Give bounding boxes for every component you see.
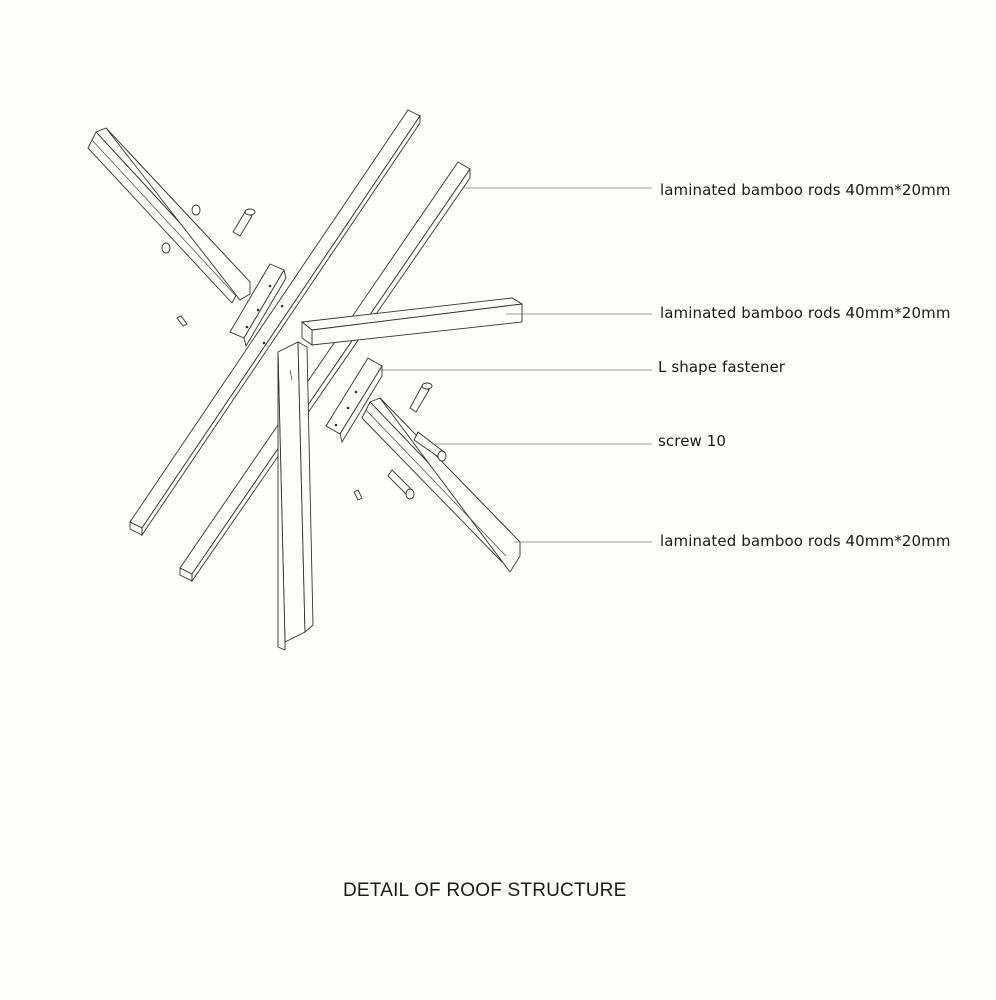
leader-lines: [378, 187, 652, 543]
l-shape-fastener-upper: [229, 263, 287, 348]
bamboo-rod-horizontal: [300, 297, 524, 346]
screw-upper: [161, 204, 256, 327]
bamboo-rod-vertical: [277, 341, 314, 651]
bamboo-rod-long-left: [129, 109, 421, 537]
bamboo-rod-long-right: [179, 161, 471, 583]
label-bamboo-rod-middle: laminated bamboo rods 40mm*20mm: [660, 304, 951, 322]
diagram-title: DETAIL OF ROOF STRUCTURE: [343, 880, 627, 901]
bamboo-rod-short-upper-left: [87, 127, 251, 304]
l-shape-fastener-lower: [325, 357, 383, 444]
label-l-shape-fastener: L shape fastener: [658, 358, 786, 376]
label-screw: screw 10: [658, 432, 727, 450]
label-bamboo-rod-upper: laminated bamboo rods 40mm*20mm: [660, 181, 951, 199]
screw-lower: [353, 382, 447, 501]
bamboo-rod-short-lower-right: [361, 397, 521, 573]
label-bamboo-rod-lower: laminated bamboo rods 40mm*20mm: [660, 532, 951, 550]
